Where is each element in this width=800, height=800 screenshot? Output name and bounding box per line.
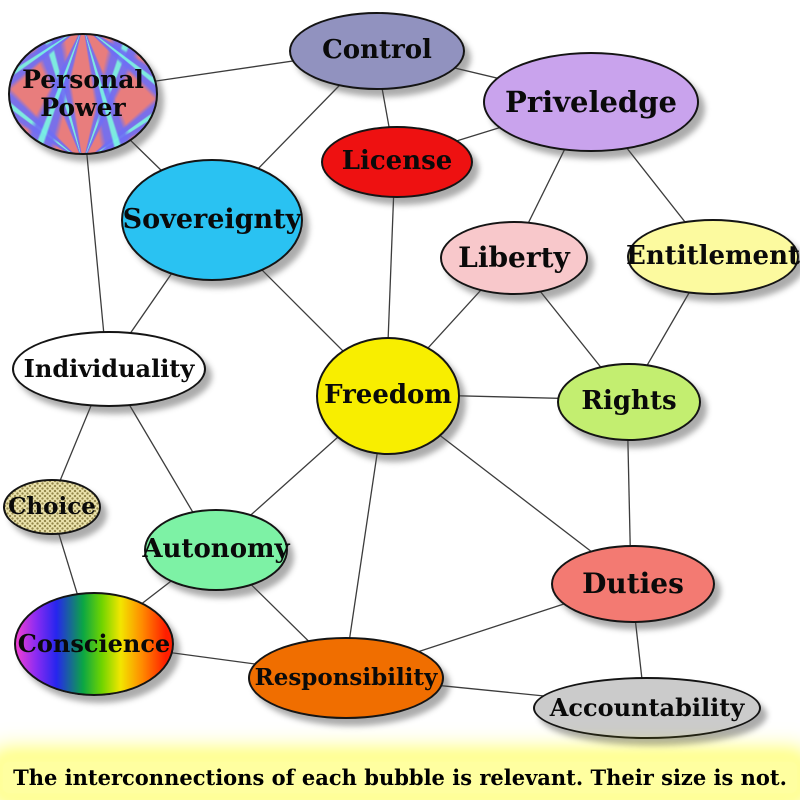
bubble-label-rights: Rights xyxy=(581,386,677,417)
bubble-rights: Rights xyxy=(557,363,701,441)
bubble-priveledge: Priveledge xyxy=(483,52,699,152)
bubble-sovereignty: Sovereignty xyxy=(121,159,303,281)
bubble-accountability: Accountability xyxy=(533,677,761,739)
bubble-duties: Duties xyxy=(551,545,715,623)
caption-banner: The interconnections of each bubble is r… xyxy=(0,754,800,800)
bubble-label-choice: Choice xyxy=(8,493,96,521)
bubble-label-line: Power xyxy=(40,93,126,122)
bubble-label-sovereignty: Sovereignty xyxy=(122,203,302,235)
bubble-label-line: Personal xyxy=(22,65,144,94)
bubble-label-individuality: Individuality xyxy=(23,353,195,383)
bubble-label-accountability: Accountability xyxy=(549,692,745,722)
bubble-conscience: Conscience xyxy=(14,592,174,696)
bubble-license: License xyxy=(321,126,473,198)
bubble-label-priveledge: Priveledge xyxy=(505,84,677,119)
bubble-label-conscience: Conscience xyxy=(17,628,171,658)
bubble-responsibility: Responsibility xyxy=(248,637,444,719)
bubble-label-entitlement: Entitlement xyxy=(626,241,800,272)
bubble-autonomy: Autonomy xyxy=(142,509,290,591)
bubble-liberty: Liberty xyxy=(440,221,588,295)
bubble-label-freedom: Freedom xyxy=(324,380,452,411)
bubble-freedom: Freedom xyxy=(316,337,460,455)
bubble-choice: Choice xyxy=(3,479,101,535)
bubble-control: Control xyxy=(289,12,465,90)
bubble-label-autonomy: Autonomy xyxy=(142,534,290,565)
caption-text: The interconnections of each bubble is r… xyxy=(3,761,797,793)
bubble-label-license: License xyxy=(341,146,453,177)
bubble-label-control: Control xyxy=(322,35,432,66)
bubble-individuality: Individuality xyxy=(12,331,206,407)
bubble-label-responsibility: Responsibility xyxy=(254,664,438,692)
bubble-label-duties: Duties xyxy=(582,567,684,601)
bubble-label-liberty: Liberty xyxy=(458,241,570,275)
bubble-entitlement: Entitlement xyxy=(626,219,800,295)
